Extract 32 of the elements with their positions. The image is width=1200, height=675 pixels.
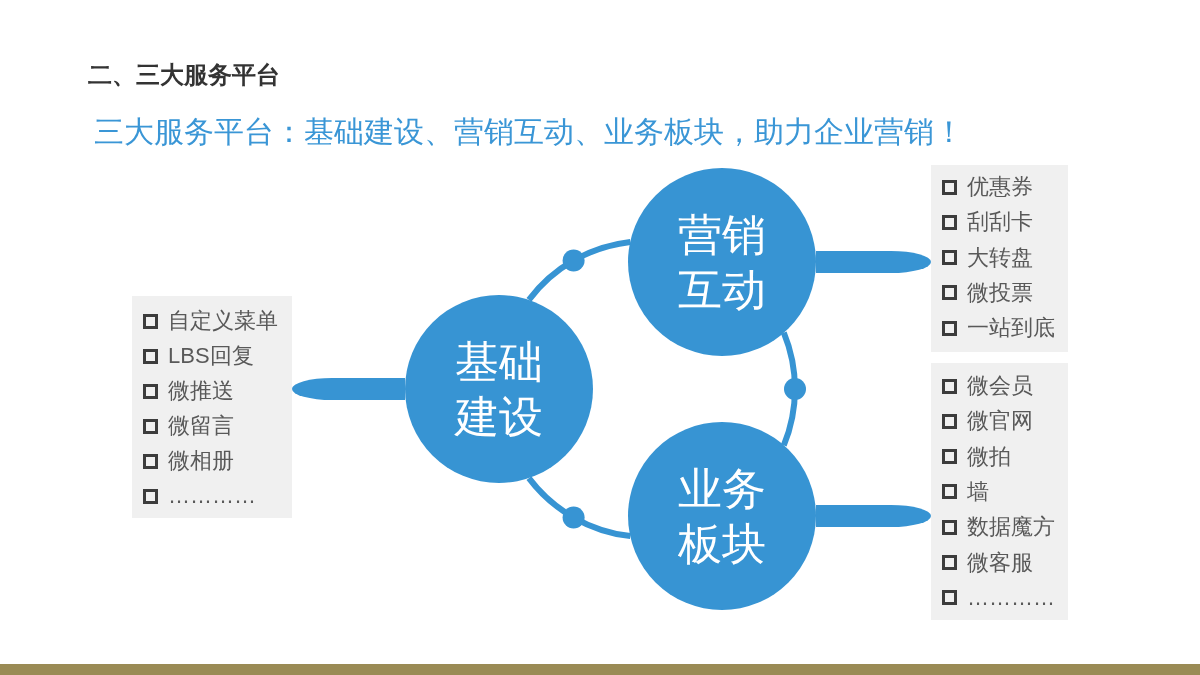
circle-label: 基础建设 [453, 336, 544, 443]
list-item: 微官网 [967, 407, 1033, 436]
list-item: 大转盘 [967, 243, 1033, 272]
list-item: 一站到底 [967, 314, 1055, 343]
list-item: 微投票 [967, 278, 1033, 307]
list-item: 微会员 [967, 372, 1033, 400]
pointer-arrow [816, 251, 931, 273]
list-item: ………… [967, 583, 1055, 612]
pointer-arrow [816, 505, 931, 527]
list-item: 微推送 [168, 377, 234, 405]
subtitle: 三大服务平台：基础建设、营销互动、业务板块，助力企业营销！ [94, 114, 964, 150]
list-panel [931, 165, 1068, 352]
list-panel [132, 296, 292, 518]
connector-arc [526, 476, 631, 540]
list-panel [931, 363, 1068, 620]
list-item: 刮刮卡 [967, 208, 1033, 237]
list-item: 优惠券 [967, 173, 1033, 201]
page-title: 二、三大服务平台 [88, 60, 280, 90]
list-item: 微留言 [168, 412, 234, 440]
list-item: 墙 [967, 477, 989, 506]
list-item: 自定义菜单 [168, 307, 278, 335]
pointer-arrow [292, 378, 405, 400]
list-item: 微相册 [168, 447, 234, 475]
circle-label: 营销互动 [677, 209, 767, 316]
list-item: 数据魔方 [967, 513, 1055, 542]
list-item: ………… [168, 482, 256, 510]
list-item: 微客服 [967, 548, 1033, 577]
list-item: 微拍 [967, 442, 1011, 471]
connector-arc [780, 331, 798, 447]
circle-label: 业务板块 [677, 463, 767, 570]
connector-arc [526, 238, 631, 302]
list-item: LBS回复 [168, 342, 254, 370]
